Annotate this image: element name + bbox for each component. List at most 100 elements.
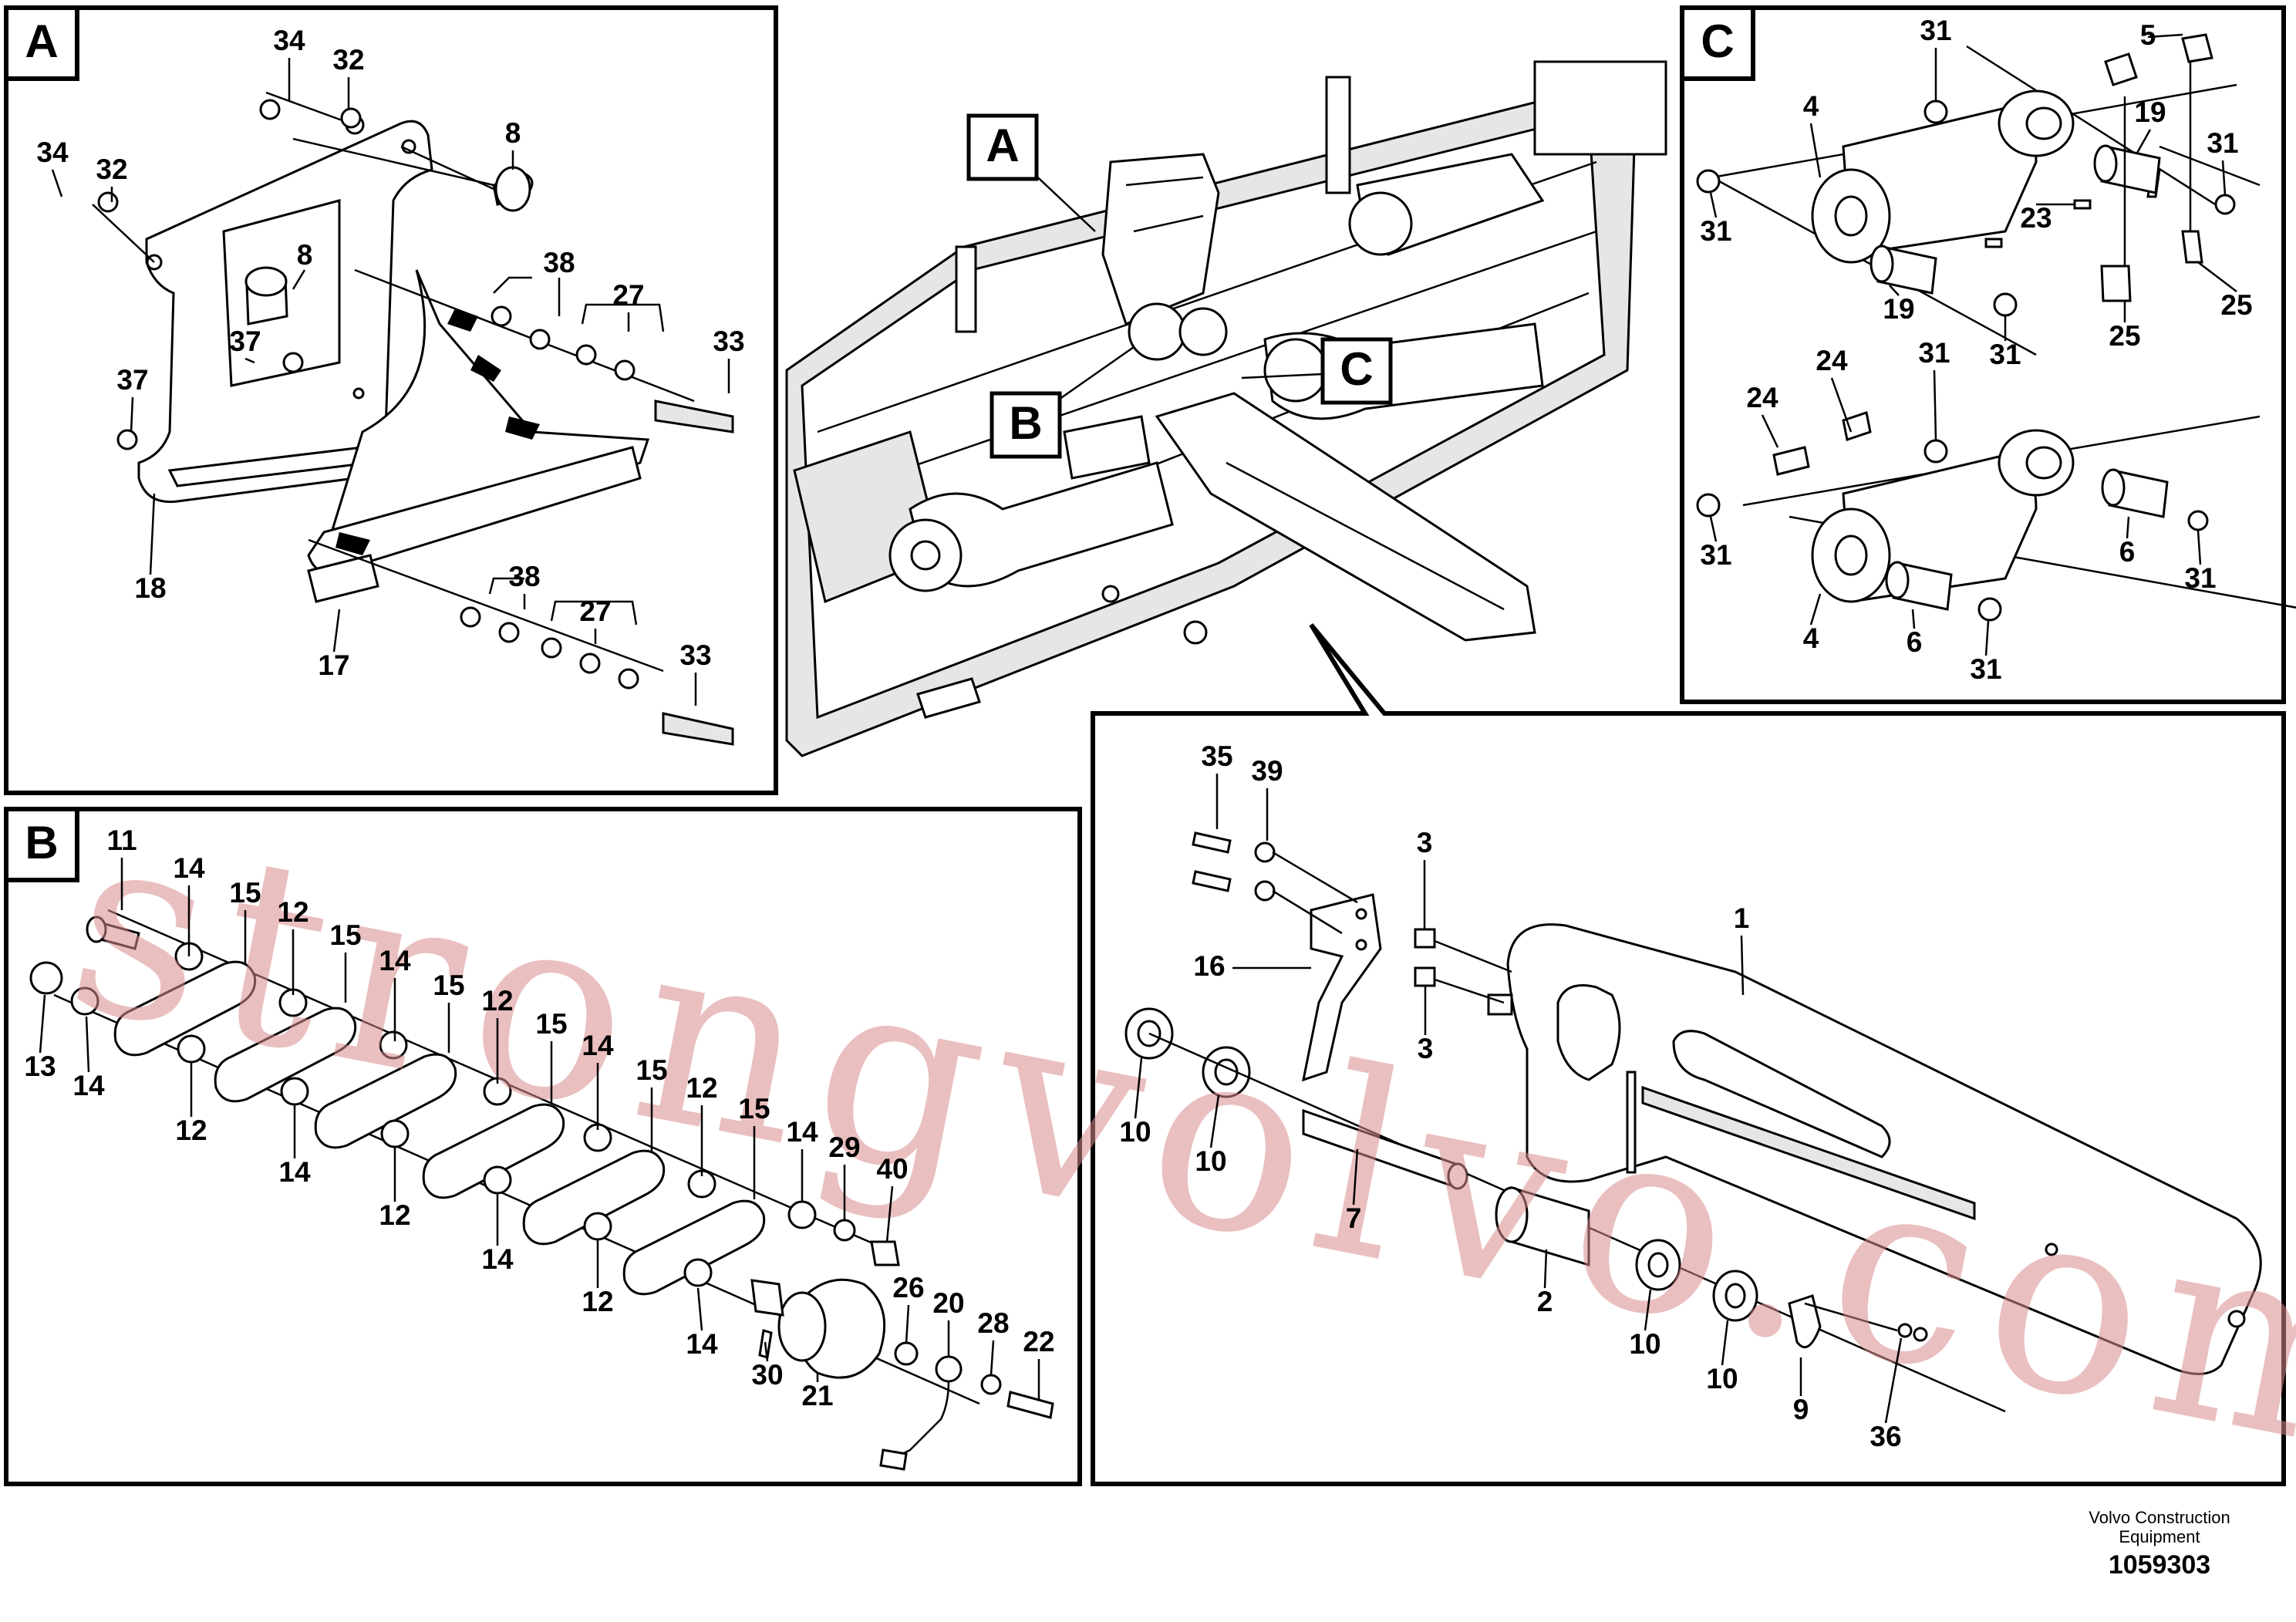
part-label: 35: [1201, 740, 1232, 772]
panel-c-drawing: [1696, 33, 2296, 622]
footer-doc-number: 1059303: [2109, 1550, 2210, 1580]
part-label: 31: [2207, 127, 2238, 159]
part-label: 21: [801, 1380, 833, 1411]
part-label: 26: [892, 1272, 924, 1303]
part-label: 38: [508, 561, 540, 592]
part-label: 24: [1816, 345, 1848, 376]
part-label: 15: [433, 969, 464, 1001]
part-label: 11: [106, 824, 137, 856]
part-label: 20: [932, 1287, 964, 1319]
part-label: 5: [2140, 19, 2156, 51]
part-label: 22: [1023, 1326, 1054, 1357]
part-label: 31: [1989, 339, 2021, 370]
part-label: 4: [1803, 90, 1819, 122]
part-label: 15: [229, 877, 261, 909]
part-label: 34: [36, 137, 69, 168]
part-label: 14: [686, 1328, 718, 1360]
leader-lines: [39, 33, 2237, 1424]
part-label: 15: [636, 1054, 667, 1086]
callout-b-label: B: [1009, 397, 1042, 449]
part-label: 10: [1119, 1116, 1151, 1148]
part-label: 14: [582, 1030, 614, 1061]
part-label: 13: [24, 1050, 56, 1082]
panel-b-letter-box: B: [4, 807, 79, 882]
part-label: 14: [173, 852, 205, 884]
part-label: 25: [2109, 320, 2140, 352]
callout-a[interactable]: A: [966, 113, 1096, 232]
panel-a-labels: 34 32 8 34 32 8 38 27 33 37 37 18 38 27 …: [36, 25, 744, 681]
part-label: 14: [481, 1243, 514, 1275]
part-label: 10: [1195, 1145, 1226, 1177]
part-label: 14: [379, 945, 411, 976]
part-label: 33: [713, 325, 744, 357]
footer-company-line2: Equipment: [2119, 1527, 2200, 1546]
part-label: 37: [229, 325, 261, 357]
part-label: 14: [278, 1156, 311, 1188]
panel-b-letter: B: [25, 817, 58, 868]
part-label: 31: [1700, 539, 1731, 571]
part-label: 31: [1700, 215, 1731, 247]
part-label: 15: [535, 1008, 567, 1040]
part-label: 32: [332, 44, 364, 76]
part-label: 10: [1629, 1328, 1660, 1360]
part-label: 24: [1746, 382, 1778, 413]
part-label: 10: [1706, 1363, 1738, 1394]
part-label: 16: [1193, 950, 1225, 982]
part-label: 14: [786, 1116, 818, 1148]
part-label: 32: [96, 153, 127, 185]
panel-c-letter-box: C: [1680, 5, 1755, 81]
part-label: 36: [1870, 1421, 1901, 1452]
part-label: 27: [612, 279, 644, 311]
part-label: 6: [2119, 536, 2136, 568]
panel-a-drawing: [92, 91, 734, 746]
part-label: 8: [297, 239, 313, 271]
part-label: 37: [116, 364, 148, 396]
part-label: 12: [175, 1114, 207, 1146]
panel-c-labels: 31 5 4 19 31 31 23 25 19 31 25 24 31 24 …: [1700, 15, 2252, 685]
part-label: 15: [738, 1093, 770, 1125]
panel-b-labels: 11 14 15 12 15 14 15 12 15 14 15 12 15 1…: [24, 824, 1054, 1411]
part-label: 18: [134, 572, 166, 604]
overview-machine: [785, 60, 1667, 757]
panel-b-drawing: [29, 909, 1054, 1471]
callout-c-label: C: [1340, 343, 1373, 395]
part-label: 33: [679, 639, 711, 671]
part-label: 34: [273, 25, 305, 56]
part-label: 40: [876, 1153, 908, 1185]
part-label: 9: [1793, 1394, 1809, 1425]
panel-a-letter-box: A: [4, 5, 79, 81]
part-label: 38: [543, 247, 575, 278]
part-label: 28: [977, 1307, 1009, 1339]
part-label: 23: [2020, 202, 2052, 234]
part-label: 6: [1907, 626, 1923, 658]
part-label: 12: [379, 1199, 410, 1231]
part-label: 19: [1883, 293, 1914, 325]
part-label: 19: [2134, 96, 2166, 128]
panel-c-letter: C: [1701, 15, 1734, 67]
part-label: 12: [277, 896, 308, 928]
part-label: 7: [1346, 1202, 1362, 1234]
panel-a-letter: A: [25, 15, 58, 67]
part-label: 17: [318, 649, 349, 681]
part-label: 31: [1918, 337, 1950, 369]
part-label: 15: [329, 919, 361, 951]
part-label: 12: [686, 1072, 717, 1104]
footer-company-line1: Volvo Construction: [2089, 1508, 2230, 1527]
part-label: 25: [2220, 289, 2252, 321]
part-label: 12: [582, 1286, 613, 1317]
part-label: 12: [481, 985, 513, 1017]
part-label: 30: [751, 1359, 783, 1391]
part-label: 4: [1803, 622, 1819, 654]
part-label: 31: [1920, 15, 1951, 46]
part-label: 27: [579, 595, 611, 627]
detail-labels: 35 39 3 1 16 3 10 10 7 2 10 10 9 36: [1119, 740, 1901, 1452]
panel-a-frame: [4, 5, 778, 795]
part-label: 1: [1734, 902, 1750, 934]
callout-c[interactable]: C: [1241, 337, 1393, 405]
part-label: 2: [1537, 1286, 1553, 1317]
part-label: 31: [1970, 653, 2001, 685]
callout-b[interactable]: B: [990, 346, 1135, 459]
part-label: 3: [1418, 1033, 1434, 1064]
part-label: 31: [2184, 562, 2216, 594]
